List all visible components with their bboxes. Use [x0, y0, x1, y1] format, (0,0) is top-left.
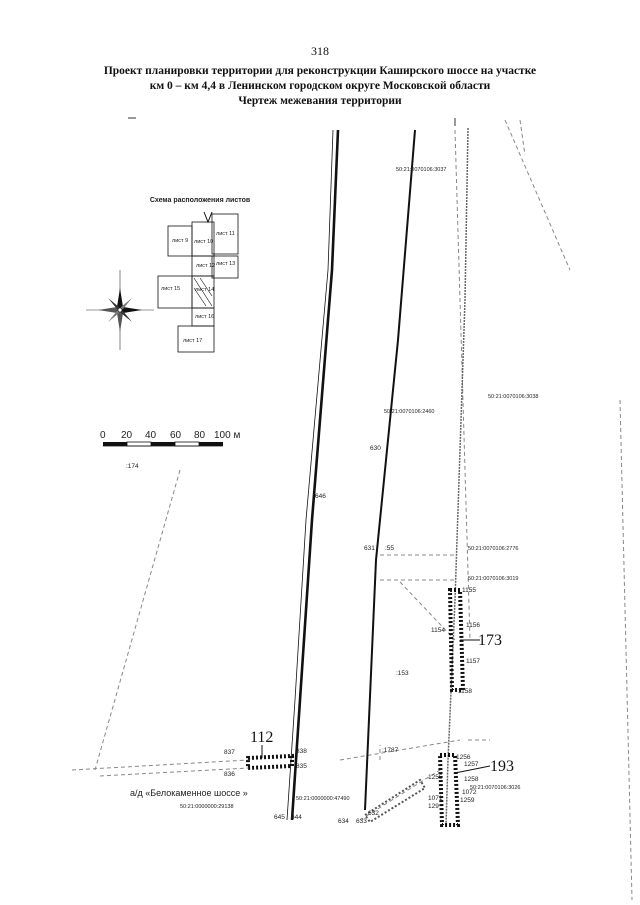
- point-label: 1157: [466, 658, 480, 665]
- sheet-label: лист 9: [172, 238, 188, 244]
- point-label: 633: [356, 818, 367, 825]
- point-label: 1259: [460, 797, 475, 804]
- scale-tick: 100 м: [214, 430, 240, 441]
- point-label: 1257: [464, 761, 479, 768]
- parcel-label: 50:21:0070106:3037: [396, 167, 446, 173]
- sheet-label: лист 16: [195, 314, 214, 320]
- title-line-3: Чертеж межевания территории: [238, 95, 402, 107]
- point-label: 835: [296, 763, 307, 770]
- scale-bar: 0 20 40 60 80 100 м: [100, 430, 240, 447]
- callout-193: 193: [454, 758, 514, 775]
- callout-label: 173: [478, 632, 502, 649]
- callout-112: 112: [250, 729, 273, 758]
- point-label: 837: [224, 749, 235, 756]
- point-label: 1255: [428, 774, 443, 781]
- scale-tick: 0: [100, 430, 106, 441]
- point-label: 838: [296, 748, 307, 755]
- point-label: :1787: [382, 747, 399, 754]
- callout-173: 173: [460, 632, 502, 649]
- parcel-label: 50:21:0070106:2776: [468, 546, 518, 552]
- parcel-label: 50:21:0070106:3019: [468, 576, 518, 582]
- road-label: а/д «Белокаменное шоссе »: [130, 788, 248, 798]
- inset-title: Схема расположения листов: [150, 197, 251, 204]
- point-label: 644: [291, 814, 302, 821]
- page-number: 318: [311, 44, 329, 58]
- title-line-2: км 0 – км 4,4 в Ленинском городском окру…: [149, 80, 491, 92]
- parcel-112-hatch: [246, 753, 294, 771]
- corner-marks: [128, 117, 456, 126]
- point-label: 646: [315, 493, 326, 500]
- parcel-193-hatch: [363, 753, 461, 827]
- parcel-label: 50:21:0000000:47490: [296, 796, 350, 802]
- parcel-label: 50:21:0070106:3026: [470, 785, 520, 791]
- sheet-label: лист 15: [161, 286, 180, 292]
- sheet-label: лист 11: [216, 231, 235, 237]
- point-label: 836: [224, 771, 235, 778]
- sheet-label: лист 12: [196, 263, 215, 269]
- road-boundaries: [286, 127, 469, 826]
- sheet-label: лист 10: [194, 239, 213, 245]
- point-label: 1155: [462, 587, 476, 594]
- point-label: 1258: [464, 776, 479, 783]
- parcel-label: 50:21:0070106:2460: [384, 409, 434, 415]
- scale-tick: 20: [121, 430, 133, 441]
- point-label: 1071: [428, 795, 443, 802]
- scale-tick: 80: [194, 430, 206, 441]
- point-label: :174: [126, 463, 139, 470]
- sheet-label: лист 13: [216, 261, 235, 267]
- callout-label: 112: [250, 729, 273, 746]
- point-label: 1154: [431, 627, 445, 634]
- page-title: Проект планировки территории для реконст…: [60, 64, 580, 109]
- point-label: 1256: [456, 754, 471, 761]
- point-label: 1158: [458, 688, 472, 695]
- point-label: 634: [338, 818, 349, 825]
- point-label: 129: [428, 803, 439, 810]
- sheet-label: лист 14: [195, 287, 214, 293]
- point-label: :55: [385, 545, 394, 552]
- callout-label: 193: [490, 758, 514, 775]
- sheet-layout-inset: Схема расположения листов лист 9 лист 10…: [150, 197, 251, 353]
- sheet-label: лист 17: [183, 338, 202, 344]
- point-label: 1156: [466, 622, 480, 629]
- compass-rose-icon: [86, 270, 154, 350]
- point-label: 630: [370, 445, 381, 452]
- scale-tick: 40: [145, 430, 157, 441]
- point-label: 645: [274, 814, 285, 821]
- title-line-1: Проект планировки территории для реконст…: [103, 65, 537, 77]
- point-label: 632: [368, 810, 379, 817]
- dashed-boundaries: [71, 119, 633, 901]
- parcel-label: 50:21:0070106:3038: [488, 394, 538, 400]
- point-label: 1072: [462, 789, 477, 796]
- point-label: 631: [364, 545, 375, 552]
- point-label: :153: [396, 670, 409, 677]
- parcel-label: 50:21:0000000:29138: [180, 804, 234, 810]
- scale-tick: 60: [170, 430, 182, 441]
